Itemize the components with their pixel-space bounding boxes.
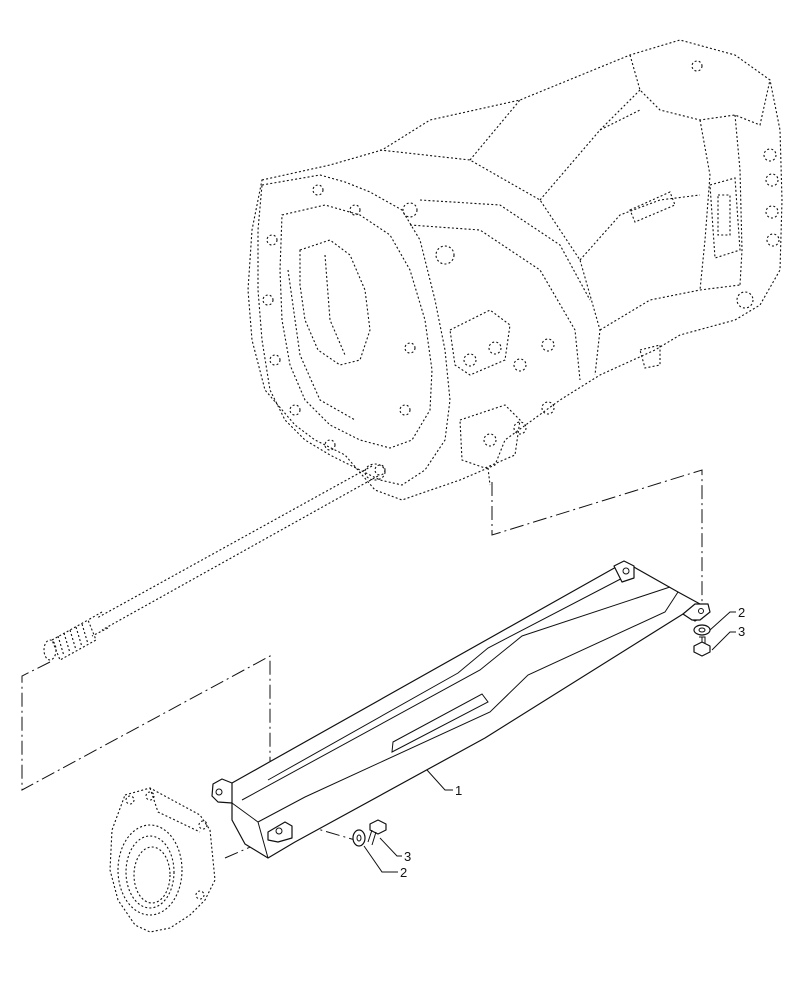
washer-left [352, 829, 366, 847]
coupling-housing [109, 787, 216, 933]
callout-2-right: 2 [738, 605, 745, 620]
washer-right [693, 624, 711, 636]
callout-2-left: 2 [400, 865, 407, 880]
callout-1: 1 [455, 783, 462, 798]
transmission-housing [247, 39, 783, 501]
bolt-left [367, 819, 387, 846]
callouts: 1 2 3 3 2 [363, 605, 745, 880]
callout-3-right: 3 [738, 624, 745, 639]
bolt-right [693, 636, 711, 657]
shaft-guard [211, 560, 711, 859]
drive-shaft [43, 465, 379, 661]
callout-3-left: 3 [404, 849, 411, 864]
